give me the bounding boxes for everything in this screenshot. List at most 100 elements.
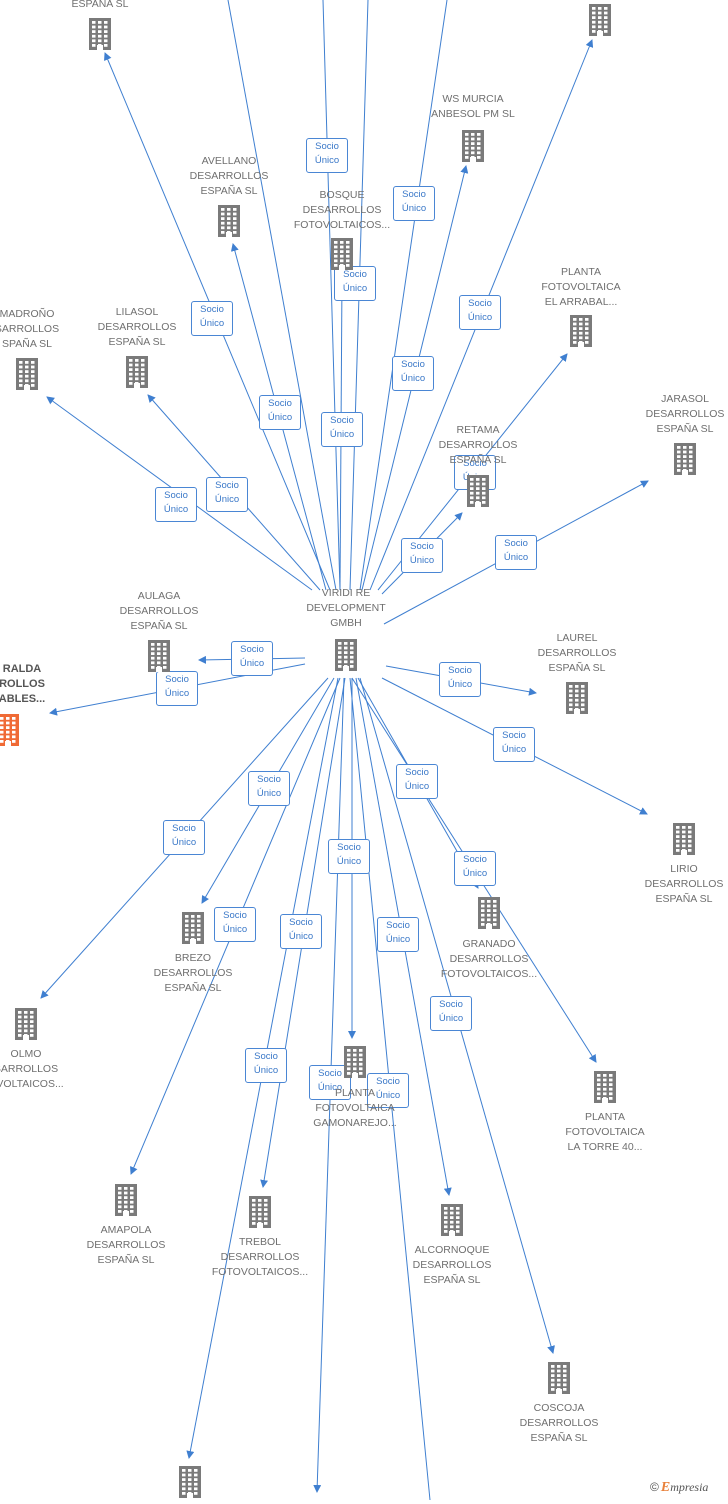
company-label: OLMO SARROLLOS OVOLTAICOS...	[0, 1048, 64, 1090]
company-node-planta-torre[interactable]: PLANTA FOTOVOLTAICA LA TORRE 40...	[540, 1110, 670, 1155]
building-icon[interactable]	[215, 204, 243, 238]
building-icon[interactable]	[438, 1203, 466, 1237]
company-label: AULAGA DESARROLLOS ESPAÑA SL	[119, 590, 199, 632]
company-node-avellano[interactable]: AVELLANO DESARROLLOS ESPAÑA SL	[164, 154, 294, 199]
company-node-jarasol[interactable]: JARASOL DESARROLLOS ESPAÑA SL	[620, 392, 728, 437]
ownership-edge	[227, 0, 337, 591]
company-node-ws-murcia[interactable]: WS MURCIA ANBESOL PM SL	[408, 92, 538, 122]
company-label: AVELLANO DESARROLLOS ESPAÑA SL	[189, 155, 269, 197]
building-icon[interactable]	[567, 314, 595, 348]
company-node-viridi[interactable]: VIRIDI RE DEVELOPMENT GMBH	[281, 586, 411, 631]
company-node-bosque[interactable]: BOSQUE DESARROLLOS FOTOVOLTAICOS...	[277, 188, 407, 233]
company-node-planta-gamonarejo[interactable]: PLANTA FOTOVOLTAICA GAMONAREJO...	[290, 1086, 420, 1131]
company-node-madrono[interactable]: MADROÑO SARROLLOS SPAÑA SL	[0, 307, 92, 352]
company-node-amapola[interactable]: AMAPOLA DESARROLLOS ESPAÑA SL	[61, 1223, 191, 1268]
company-node-laurel[interactable]: LAUREL DESARROLLOS ESPAÑA SL	[512, 631, 642, 676]
company-label: BREZO DESARROLLOS ESPAÑA SL	[153, 952, 233, 994]
building-icon[interactable]	[86, 17, 114, 51]
company-node-planta-arrabal[interactable]: PLANTA FOTOVOLTAICA EL ARRABAL...	[516, 265, 646, 310]
company-node-granado[interactable]: GRANADO DESARROLLOS FOTOVOLTAICOS...	[424, 937, 554, 982]
company-label: MADROÑO SARROLLOS SPAÑA SL	[0, 308, 60, 350]
company-node-aulaga[interactable]: AULAGA DESARROLLOS ESPAÑA SL	[94, 589, 224, 634]
building-icon[interactable]	[341, 1045, 369, 1079]
company-node-alcornoque[interactable]: ALCORNOQUE DESARROLLOS ESPAÑA SL	[387, 1243, 517, 1288]
building-icon[interactable]	[563, 681, 591, 715]
building-icon[interactable]	[328, 237, 356, 271]
company-node-top-left-espana[interactable]: ESPAÑA SL	[35, 0, 165, 12]
building-icon[interactable]	[545, 1361, 573, 1395]
building-icon[interactable]	[246, 1195, 274, 1229]
building-icon[interactable]	[475, 896, 503, 930]
company-label: ALCORNOQUE DESARROLLOS ESPAÑA SL	[412, 1244, 492, 1286]
company-label: RALDA ROLLOS ABLES...	[0, 663, 46, 705]
building-icon[interactable]	[671, 442, 699, 476]
company-label: BOSQUE DESARROLLOS FOTOVOLTAICOS...	[293, 189, 391, 231]
center-building-icon[interactable]	[332, 638, 360, 672]
company-label: GRANADO DESARROLLOS FOTOVOLTAICOS...	[440, 938, 538, 980]
company-node-retama[interactable]: RETAMA DESARROLLOS ESPAÑA SL	[413, 423, 543, 468]
building-icon[interactable]	[459, 129, 487, 163]
company-label: VIRIDI RE DEVELOPMENT GMBH	[306, 587, 386, 629]
building-icon[interactable]	[123, 355, 151, 389]
company-label: ESPAÑA SL	[71, 0, 129, 10]
building-icon[interactable]	[670, 822, 698, 856]
company-label: LIRIO DESARROLLOS ESPAÑA SL	[644, 863, 724, 905]
company-label: WS MURCIA ANBESOL PM SL	[431, 93, 515, 120]
company-label: LAUREL DESARROLLOS ESPAÑA SL	[537, 632, 617, 674]
company-node-lirio[interactable]: LIRIO DESARROLLOS ESPAÑA SL	[619, 862, 728, 907]
building-icon[interactable]	[0, 713, 22, 747]
empresia-logo: ©Empresia	[650, 1480, 709, 1495]
company-node-olmo[interactable]: OLMO SARROLLOS OVOLTAICOS...	[0, 1047, 91, 1092]
company-label: RETAMA DESARROLLOS ESPAÑA SL	[438, 424, 518, 466]
company-node-coscoja[interactable]: COSCOJA DESARROLLOS ESPAÑA SL	[494, 1401, 624, 1446]
company-label: PLANTA FOTOVOLTAICA GAMONAREJO...	[313, 1087, 397, 1129]
building-icon[interactable]	[179, 911, 207, 945]
building-icon[interactable]	[13, 357, 41, 391]
company-node-lilasol[interactable]: LILASOL DESARROLLOS ESPAÑA SL	[72, 305, 202, 350]
building-icon[interactable]	[586, 3, 614, 37]
company-label: AMAPOLA DESARROLLOS ESPAÑA SL	[86, 1224, 166, 1266]
company-node-trebol[interactable]: TREBOL DESARROLLOS FOTOVOLTAICOS...	[195, 1235, 325, 1280]
ownership-edge	[359, 0, 448, 591]
ownership-edge	[322, 0, 341, 591]
building-icon[interactable]	[145, 639, 173, 673]
building-icon[interactable]	[176, 1465, 204, 1499]
building-icon[interactable]	[112, 1183, 140, 1217]
company-label: TREBOL DESARROLLOS FOTOVOLTAICOS...	[211, 1236, 309, 1278]
building-icon[interactable]	[12, 1007, 40, 1041]
building-icon[interactable]	[591, 1070, 619, 1104]
building-icon[interactable]	[464, 474, 492, 508]
company-label: LILASOL DESARROLLOS ESPAÑA SL	[97, 306, 177, 348]
company-node-brezo[interactable]: BREZO DESARROLLOS ESPAÑA SL	[128, 951, 258, 996]
company-node-esmeralda[interactable]: RALDA ROLLOS ABLES...	[0, 662, 87, 707]
company-label: PLANTA FOTOVOLTAICA LA TORRE 40...	[565, 1111, 645, 1153]
